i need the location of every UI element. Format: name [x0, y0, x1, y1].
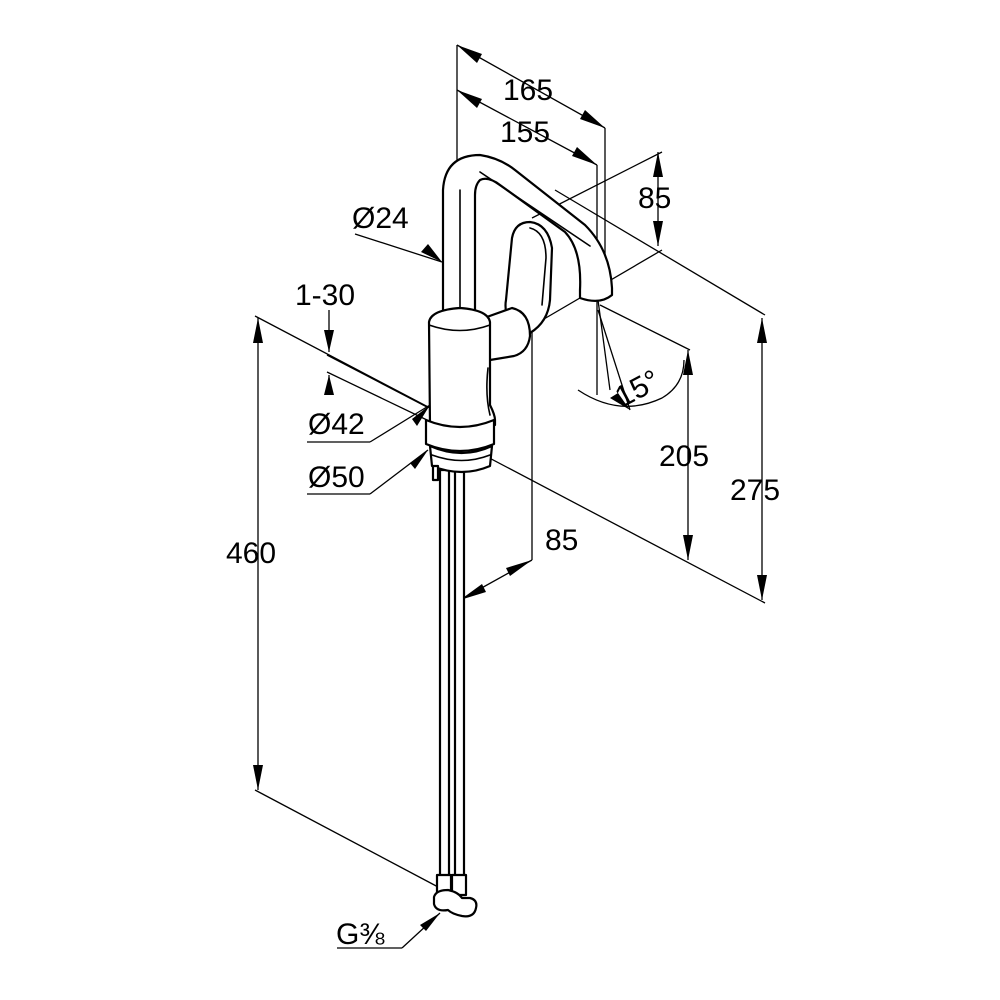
lever-connector [482, 306, 532, 362]
spout-pipe [441, 153, 614, 319]
dim-outlet-height: 205 [659, 440, 709, 473]
base-plate [424, 418, 496, 482]
body-cylinder [427, 306, 497, 432]
dim-thread-length: 1-30 [295, 279, 355, 312]
dim-spout-height-upper: 85 [638, 182, 671, 215]
dimension-arrowheads [253, 45, 767, 931]
supply-hoses [432, 468, 478, 918]
dim-base-diameter: Ø50 [308, 461, 365, 494]
dim-total-height: 275 [730, 474, 780, 507]
dim-body-offset: 85 [545, 524, 578, 557]
dim-pipe-diameter: Ø24 [352, 202, 409, 235]
faucet-body [424, 153, 614, 918]
dimension-labels: 165 155 85 Ø24 1-30 Ø42 Ø50 460 15° 205 … [226, 74, 780, 951]
dim-width-inner: 155 [500, 116, 550, 149]
dim-width-outer: 165 [503, 74, 553, 107]
dim-connection-thread: G⅜ [336, 918, 385, 951]
dim-hose-length: 460 [226, 537, 276, 570]
dim-body-diameter: Ø42 [308, 408, 365, 441]
